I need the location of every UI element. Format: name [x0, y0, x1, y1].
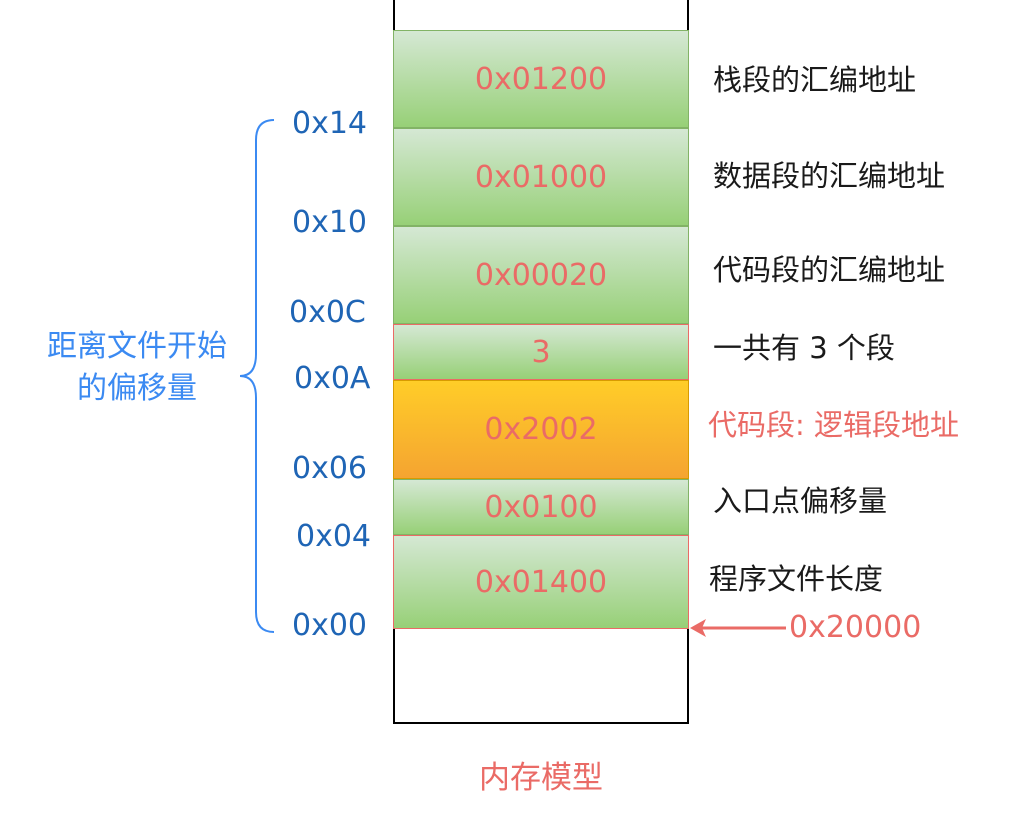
segment-entry-offset: 0x0100 — [393, 479, 689, 535]
diagram-caption: 内存模型 — [479, 760, 603, 796]
description-entry-offset: 入口点偏移量 — [713, 484, 888, 518]
offset-label: 0x0A — [294, 361, 371, 396]
description-code-logical-address: 代码段: 逻辑段地址 — [708, 408, 959, 442]
offset-label: 0x10 — [292, 205, 368, 240]
description-stack-address: 栈段的汇编地址 — [713, 63, 917, 97]
offset-label: 0x06 — [292, 451, 368, 486]
segment-stack-address: 0x01200 — [393, 30, 689, 128]
offset-label: 0x0C — [289, 295, 366, 330]
brace-label-line2: 的偏移量 — [77, 371, 197, 406]
segment-code-address: 0x00020 — [393, 226, 689, 324]
start-address-arrow — [690, 619, 786, 637]
offset-label: 0x00 — [292, 608, 368, 643]
offset-brace-label: 距离文件开始 的偏移量 — [26, 326, 248, 410]
description-file-length: 程序文件长度 — [709, 562, 884, 596]
start-address-label: 0x20000 — [789, 610, 922, 645]
segment-count: 3 — [393, 324, 689, 380]
offset-label: 0x14 — [292, 106, 368, 141]
brace-label-line1: 距离文件开始 — [47, 329, 227, 364]
segment-data-address: 0x01000 — [393, 128, 689, 226]
segment-code-logical-address: 0x2002 — [393, 380, 689, 479]
offset-label: 0x04 — [296, 519, 372, 554]
description-data-address: 数据段的汇编地址 — [713, 159, 946, 193]
description-code-address: 代码段的汇编地址 — [713, 253, 946, 287]
curly-brace — [239, 119, 275, 633]
segment-file-length: 0x01400 — [393, 535, 689, 629]
description-segment-count: 一共有 3 个段 — [713, 331, 895, 365]
